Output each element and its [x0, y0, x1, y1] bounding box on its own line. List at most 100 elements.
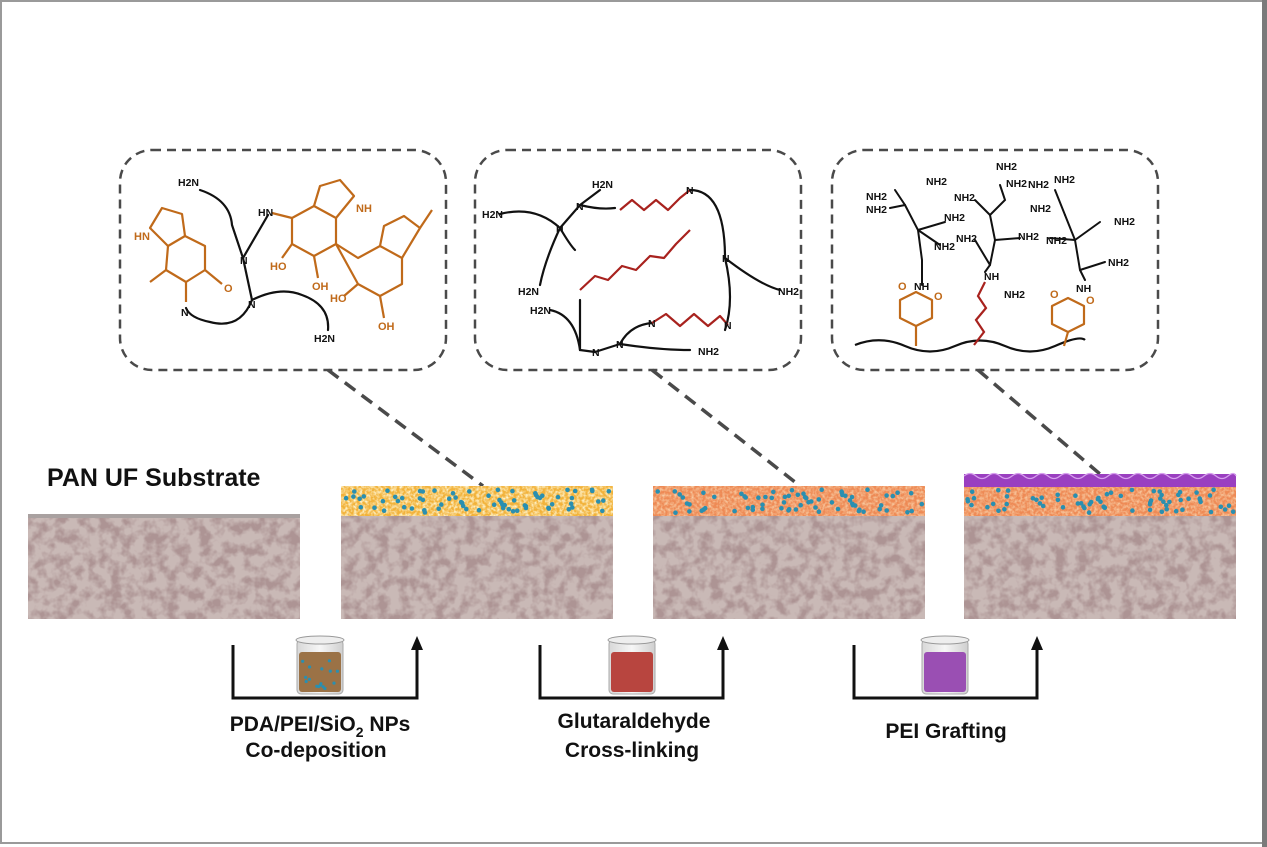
nanoparticle	[1164, 502, 1169, 508]
zoom-connector-3	[976, 368, 1102, 476]
nanoparticle	[1207, 493, 1213, 498]
nanoparticle	[1037, 501, 1043, 506]
nanoparticle	[546, 506, 552, 511]
label-hn-indoline: HN	[134, 231, 150, 243]
nanoparticle	[514, 508, 520, 513]
nanoparticle	[351, 494, 356, 499]
nanoparticle	[568, 501, 574, 507]
nanoparticle	[304, 675, 308, 679]
nanoparticle	[417, 488, 423, 494]
nanoparticle	[884, 493, 889, 498]
nanoparticle	[878, 503, 884, 508]
nanoparticle	[1129, 487, 1135, 493]
nanoparticle	[401, 504, 407, 510]
nanoparticle	[849, 494, 855, 500]
nanoparticle	[890, 493, 896, 499]
nanoparticle	[600, 508, 605, 514]
step-1-label-line1: PDA/PEI/SiO2 NPs	[230, 713, 411, 740]
nanoparticle	[655, 489, 660, 494]
nanoparticle	[1075, 501, 1081, 506]
nanoparticle	[495, 487, 501, 493]
nanoparticle	[555, 494, 561, 500]
beaker-step-1	[295, 635, 345, 695]
nanoparticle	[467, 489, 472, 494]
membrane-pei-grafted	[963, 472, 1237, 619]
label-h2n-3: H2N	[518, 286, 539, 298]
label-nh-3: NH	[1076, 283, 1091, 295]
beaker-step-2	[607, 635, 657, 695]
nanoparticle	[996, 508, 1001, 514]
zoom-panel-pei-grafted	[830, 148, 1160, 372]
nanoparticle	[1198, 499, 1203, 505]
nanoparticle	[1088, 499, 1094, 505]
nanoparticle	[510, 509, 516, 514]
nanoparticle	[745, 505, 751, 511]
step-3-label-line1: PEI Grafting	[885, 720, 1006, 743]
nanoparticle	[781, 500, 787, 505]
nanoparticle	[432, 488, 437, 493]
nanoparticle	[996, 487, 1001, 493]
nanoparticle	[760, 502, 765, 508]
label-nh-1: NH	[914, 281, 929, 293]
nanoparticle	[565, 487, 570, 493]
nanoparticle	[1177, 489, 1183, 495]
nanoparticle	[358, 505, 364, 510]
nanoparticle	[1186, 496, 1191, 502]
nanoparticle	[1078, 501, 1084, 506]
nanoparticle	[742, 494, 747, 499]
nanoparticle	[1108, 490, 1114, 496]
arrow-head-2	[717, 636, 729, 650]
label-h2n-top: H2N	[178, 177, 199, 189]
nanoparticle	[436, 506, 442, 512]
nanoparticle	[1211, 487, 1216, 493]
label-n-3: N	[181, 307, 189, 319]
label-n-f: N	[616, 339, 624, 351]
nanoparticle	[684, 501, 690, 506]
pei-graft-layer	[964, 474, 1236, 487]
nanoparticle	[327, 659, 331, 663]
nanoparticle	[732, 508, 737, 514]
nanoparticle	[1073, 493, 1078, 499]
nanoparticle	[343, 495, 349, 501]
nanoparticle	[395, 498, 401, 504]
label-nh2-p10: NH2	[1018, 231, 1039, 243]
label-nh2-p14: NH2	[1046, 235, 1067, 247]
nanoparticle	[802, 494, 808, 500]
nanoparticle	[317, 684, 321, 689]
nanoparticle	[439, 502, 444, 507]
nanoparticle	[905, 510, 910, 515]
label-nh2-1: NH2	[778, 286, 799, 298]
nanoparticle	[789, 487, 795, 493]
label-nh2-p1: NH2	[926, 176, 947, 188]
label-n-b: N	[556, 223, 564, 235]
nanoparticle	[1173, 508, 1179, 514]
nanoparticle	[506, 506, 512, 512]
arrow-head-3	[1031, 636, 1043, 650]
nanoparticle	[673, 510, 678, 515]
nanoparticle	[782, 494, 788, 500]
nanoparticle	[1222, 507, 1228, 512]
nanoparticle	[1005, 488, 1011, 493]
step-2-label-line2: Cross-linking	[565, 739, 699, 762]
nanoparticle	[985, 504, 990, 510]
nanoparticle	[569, 495, 575, 501]
zoom-panel-pda-pei	[118, 148, 448, 372]
nanoparticle	[352, 489, 357, 494]
nanoparticles-layer-2	[655, 487, 925, 515]
nanoparticle	[1158, 496, 1163, 501]
nanoparticle	[1055, 492, 1060, 498]
nanoparticle	[1230, 509, 1236, 514]
nanoparticle	[680, 495, 686, 500]
nanoparticle	[606, 489, 612, 494]
label-nh2-p9: NH2	[956, 233, 977, 245]
figure-frame-right-shadow	[1262, 0, 1267, 847]
nanoparticle	[1178, 497, 1183, 503]
label-nh2-p16: NH2	[1108, 257, 1129, 269]
nanoparticle	[856, 508, 862, 514]
nanoparticle	[884, 508, 889, 513]
label-hn: HN	[258, 207, 273, 219]
nanoparticle	[701, 490, 706, 496]
label-nh2-p2: NH2	[866, 191, 887, 203]
nanoparticle	[909, 508, 914, 514]
nanoparticle	[1167, 499, 1172, 505]
